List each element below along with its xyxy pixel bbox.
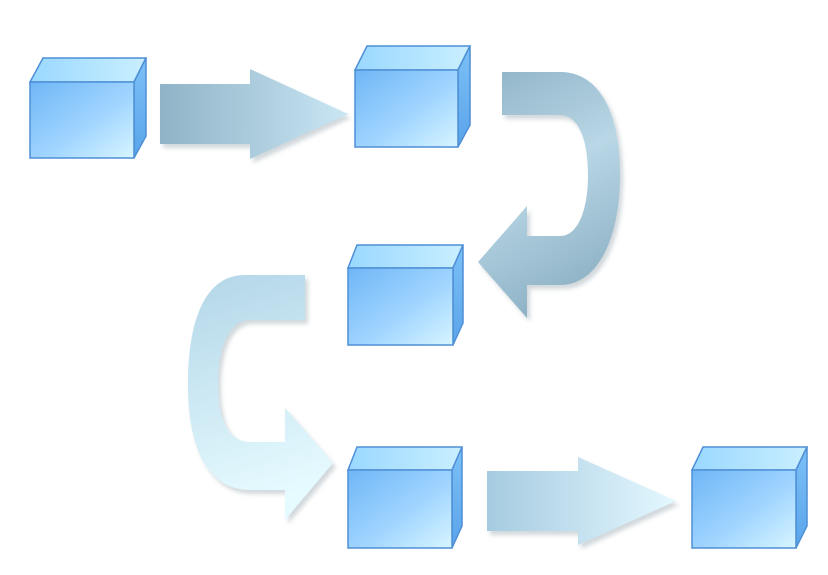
process-box-2 [353, 45, 472, 148]
connector-arrow-4 [487, 457, 676, 545]
process-box-3 [346, 244, 465, 346]
process-box-1 [28, 57, 148, 159]
connector-arrow-1 [160, 69, 348, 159]
process-box-4 [346, 446, 464, 549]
process-box-5 [690, 446, 809, 549]
connector-arrow-2 [478, 72, 620, 318]
connector-arrow-3 [188, 275, 333, 520]
